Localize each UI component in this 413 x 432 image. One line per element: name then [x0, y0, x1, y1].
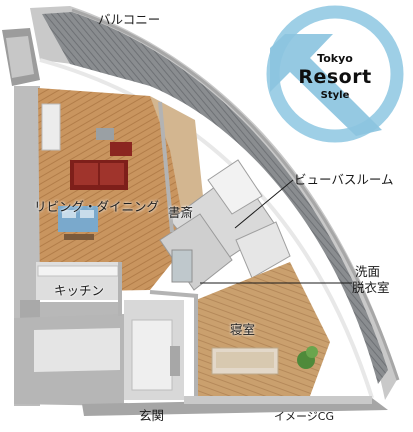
- living-furniture: [41, 103, 132, 240]
- bath-washroom-block: [159, 159, 291, 291]
- label-washroom-2: 脱衣室: [352, 280, 390, 295]
- tokyo-resort-style-badge: [266, 5, 404, 143]
- kitchen-area: [20, 262, 120, 328]
- interior-walls: [118, 101, 199, 396]
- bedroom-area: [196, 262, 330, 396]
- balcony-area: [30, 6, 400, 400]
- label-view-bath: ビューバスルーム: [294, 172, 394, 187]
- label-entrance: 玄関: [139, 408, 165, 423]
- label-study: 書斎: [168, 205, 194, 220]
- building-base: [14, 314, 388, 416]
- label-bedroom: 寝室: [230, 322, 256, 337]
- leader-view-bath: [234, 179, 294, 229]
- label-washroom-1: 洗面: [355, 264, 381, 279]
- entrance-corridor: [124, 300, 184, 400]
- label-living-dining: リビング・ダイニング: [34, 199, 160, 214]
- leader-lines: [200, 179, 352, 284]
- image-cg-note: イメージCG: [274, 410, 334, 423]
- badge-arrow-icon: [270, 34, 382, 136]
- label-balcony: バルコニー: [98, 12, 161, 27]
- label-kitchen: キッチン: [54, 283, 105, 298]
